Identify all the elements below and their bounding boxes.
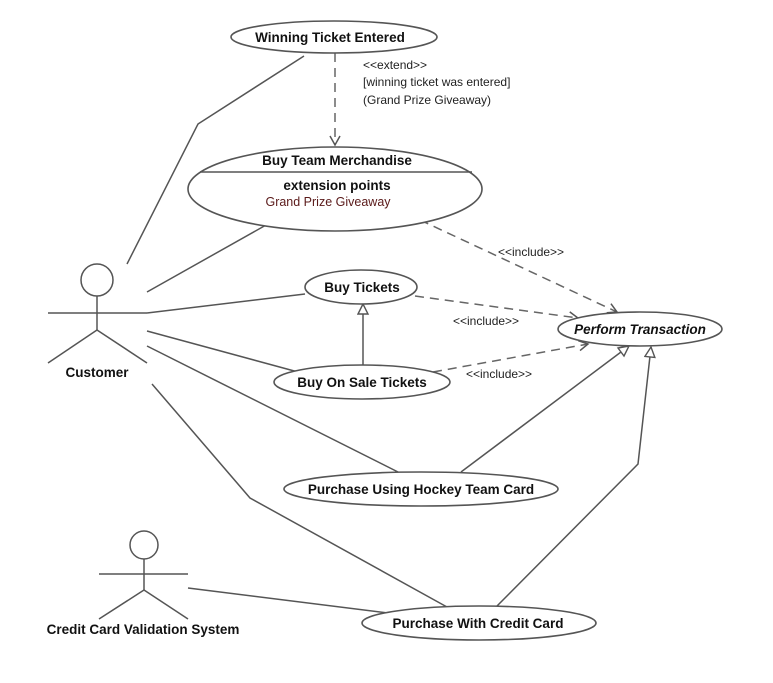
use-case-perform-transaction[interactable]: Perform Transaction [557, 311, 723, 347]
actor-customer[interactable]: Customer [47, 263, 148, 380]
actor-label: Credit Card Validation System [47, 622, 240, 637]
use-case-label: Buy Tickets [324, 280, 400, 295]
use-case-label: Buy Team Merchandise [262, 153, 412, 168]
include-merch-label: <<include>> [498, 245, 564, 259]
use-case-winning-ticket[interactable]: Winning Ticket Entered [230, 20, 438, 54]
generalization-hockey-to-perform[interactable] [460, 346, 629, 473]
extend-stereotype: <<extend>> [363, 58, 427, 72]
include-tickets-arrow[interactable] [414, 295, 580, 323]
assoc-customer-winning-ticket[interactable] [126, 55, 305, 265]
use-case-buy-on-sale[interactable]: Buy On Sale Tickets [273, 364, 451, 400]
include-on-sale-arrow[interactable] [432, 339, 590, 373]
actor-label: Customer [65, 365, 129, 380]
assoc-customer-buy-merch[interactable] [146, 219, 276, 293]
extension-points-title: extension points [283, 178, 390, 193]
assoc-customer-hockey-card[interactable] [146, 345, 401, 474]
extension-point: Grand Prize Giveaway [265, 195, 391, 209]
actor-head-icon [80, 263, 114, 297]
include-tickets-label: <<include>> [453, 314, 519, 328]
extend-condition: [winning ticket was entered] [363, 75, 510, 89]
use-case-label: Winning Ticket Entered [255, 30, 405, 45]
use-case-credit-card[interactable]: Purchase With Credit Card [361, 605, 597, 641]
actor-head-icon [129, 530, 159, 560]
use-case-label: Perform Transaction [574, 322, 706, 337]
generalization-credit-to-perform[interactable] [496, 347, 651, 607]
assoc-customer-credit-card[interactable] [151, 383, 448, 608]
extend-point: (Grand Prize Giveaway) [363, 93, 491, 107]
use-case-hockey-card[interactable]: Purchase Using Hockey Team Card [283, 471, 559, 507]
actor-ccvs[interactable]: Credit Card Validation System [47, 530, 240, 637]
use-case-label: Buy On Sale Tickets [297, 375, 427, 390]
use-case-buy-merch[interactable]: Buy Team Merchandise extension points Gr… [187, 146, 483, 232]
use-case-buy-tickets[interactable]: Buy Tickets [304, 269, 418, 305]
use-case-label: Purchase With Credit Card [393, 616, 564, 631]
use-case-label: Purchase Using Hockey Team Card [308, 482, 534, 497]
include-on-sale-label: <<include>> [466, 367, 532, 381]
assoc-customer-buy-on-sale[interactable] [146, 330, 299, 373]
include-merch-arrow[interactable] [419, 219, 619, 314]
assoc-customer-buy-tickets[interactable] [146, 293, 306, 314]
assoc-ccvs-credit-card[interactable] [187, 587, 389, 614]
